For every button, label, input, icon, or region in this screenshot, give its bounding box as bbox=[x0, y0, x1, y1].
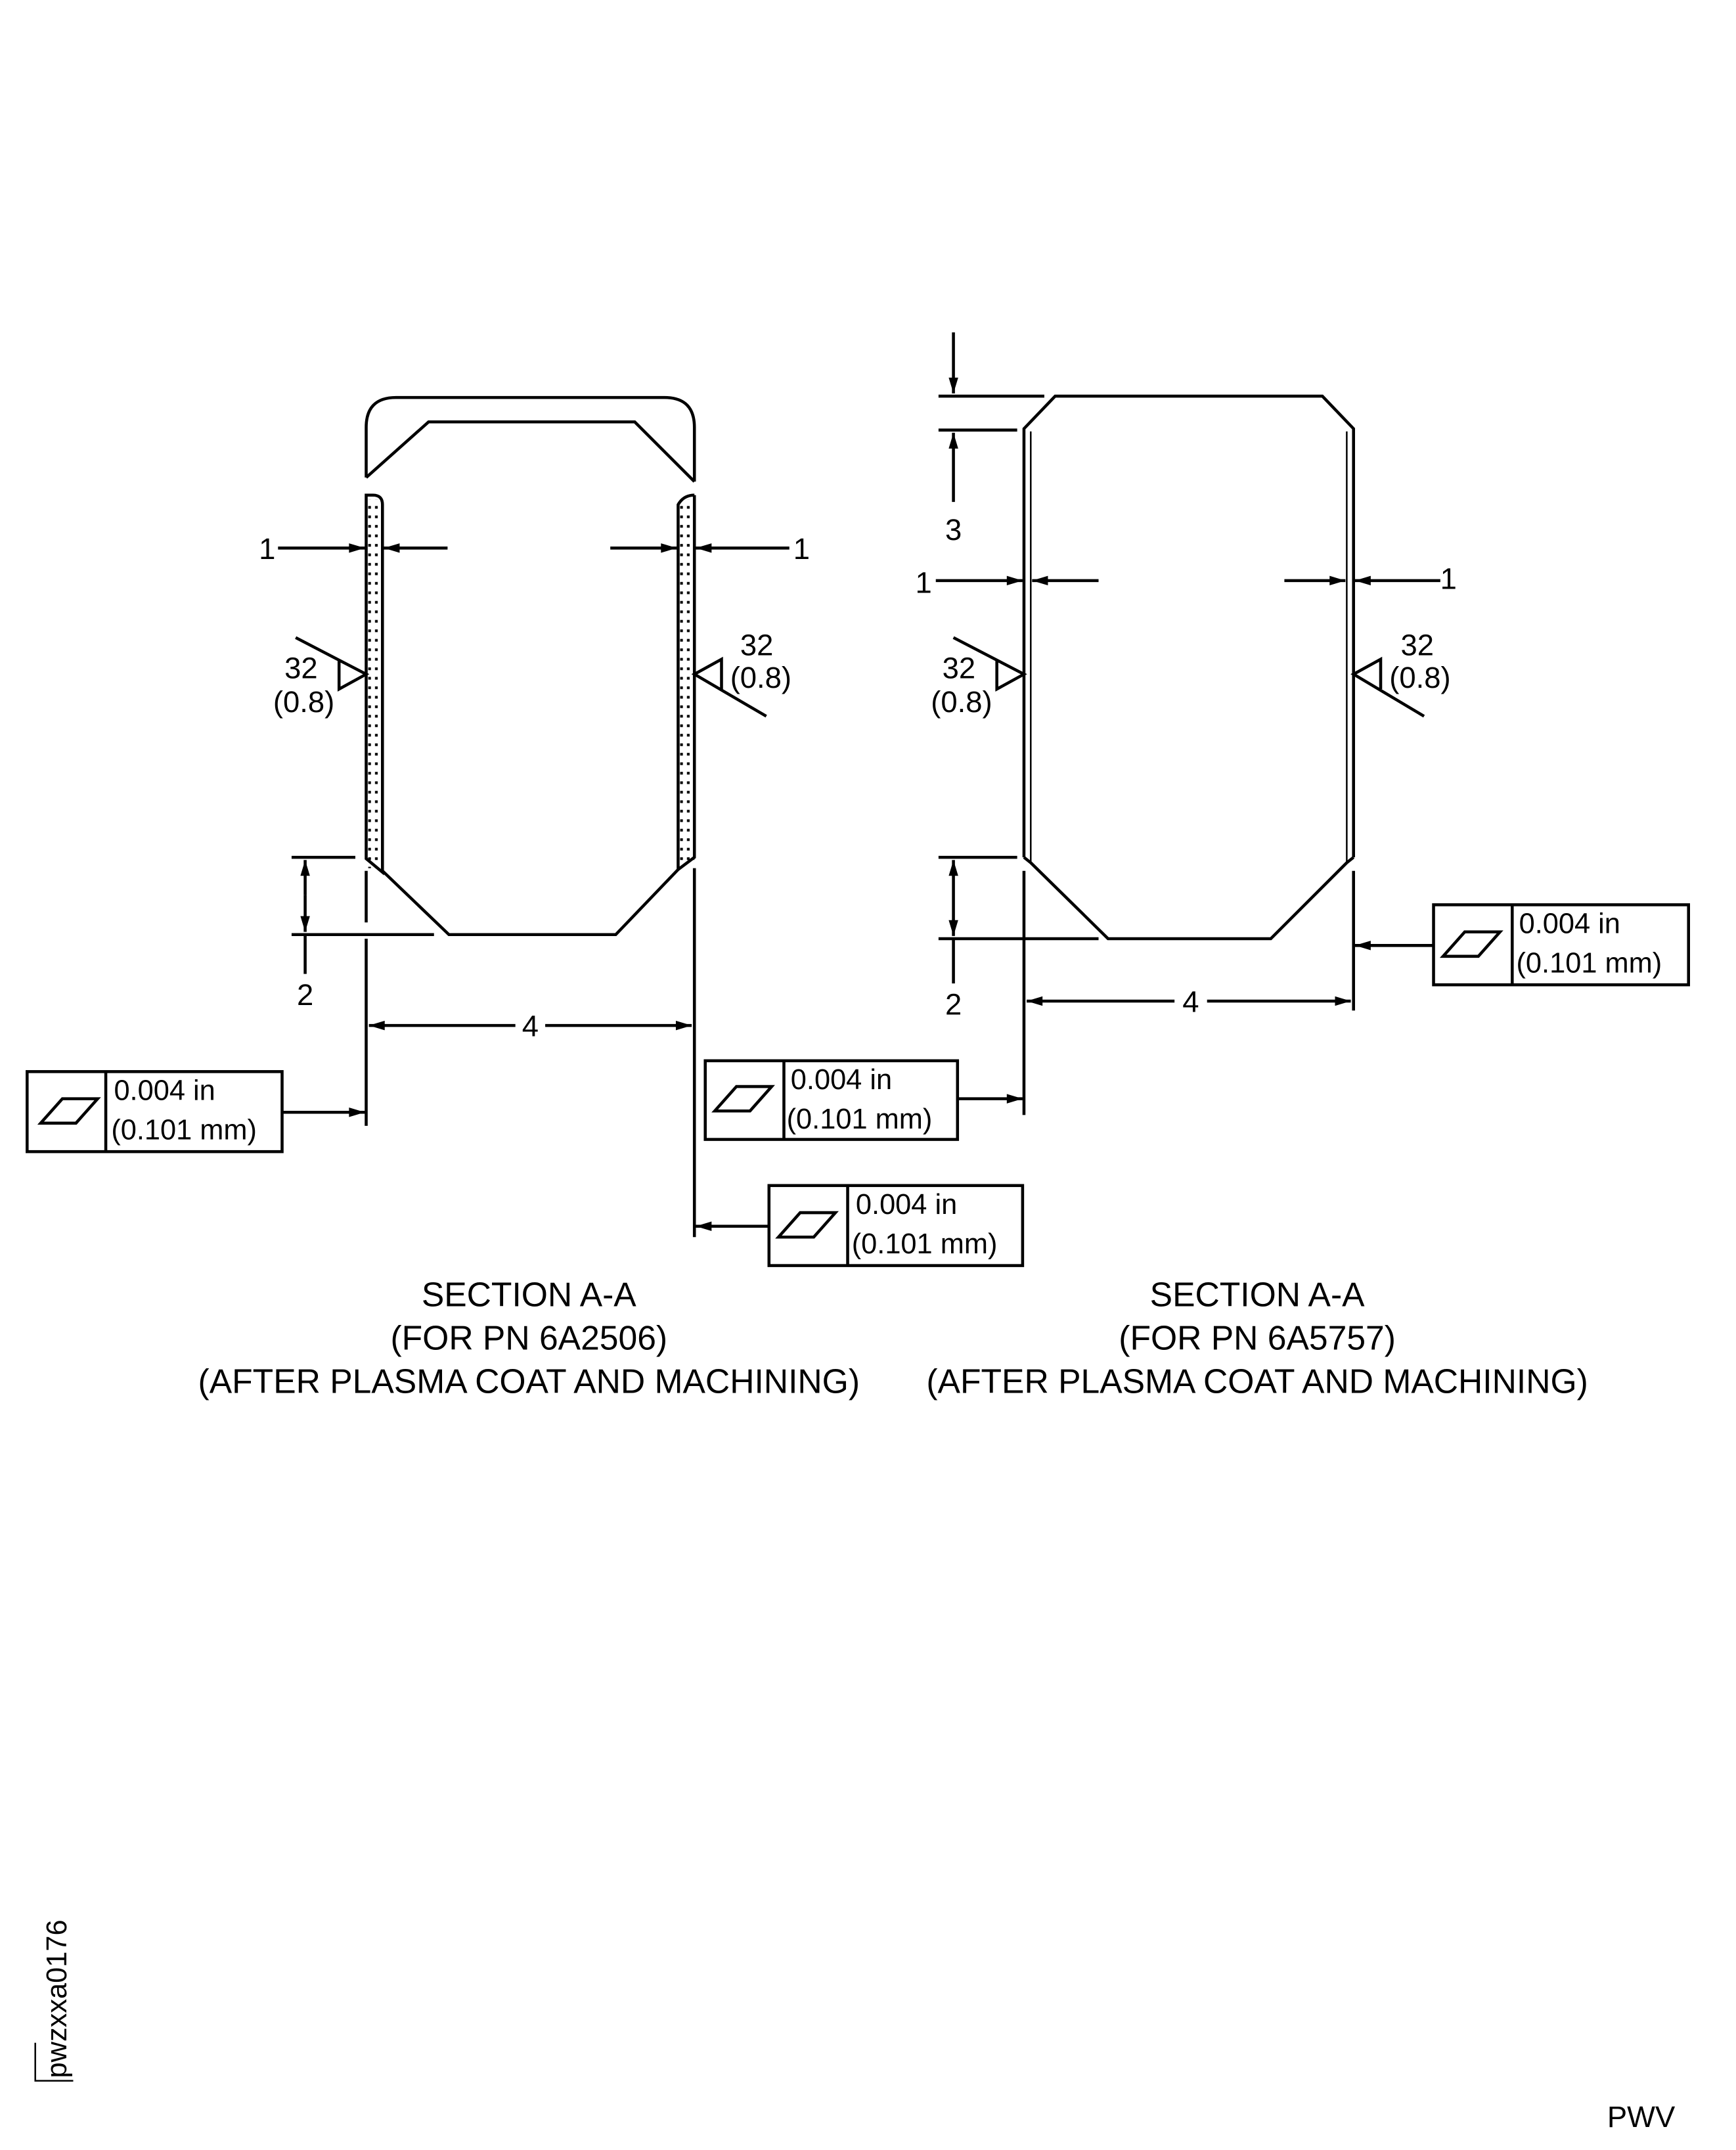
svg-text:(0.8): (0.8) bbox=[273, 685, 334, 719]
surface-finish-icon bbox=[1350, 656, 1425, 718]
surface-finish-icon bbox=[691, 656, 767, 718]
svg-text:0.004 in: 0.004 in bbox=[791, 1064, 892, 1096]
svg-text:32: 32 bbox=[740, 628, 774, 661]
tolerance-box: 0.004 in (0.101 mm) bbox=[1354, 903, 1691, 987]
svg-text:SECTION A-A: SECTION A-A bbox=[1150, 1276, 1365, 1314]
surface-finish-icon bbox=[295, 636, 370, 692]
svg-text:1: 1 bbox=[1440, 562, 1457, 595]
svg-text:3: 3 bbox=[945, 513, 962, 547]
svg-text:(AFTER PLASMA COAT AND MACHINI: (AFTER PLASMA COAT AND MACHINING) bbox=[198, 1362, 860, 1400]
tolerance-box: 0.004 in (0.101 mm) bbox=[703, 1059, 1023, 1141]
flatness-icon bbox=[1439, 930, 1503, 958]
surface-finish-icon bbox=[952, 636, 1027, 692]
svg-text:(0.8): (0.8) bbox=[931, 685, 992, 719]
svg-text:2: 2 bbox=[945, 988, 962, 1021]
flatness-icon bbox=[775, 1211, 839, 1239]
svg-text:4: 4 bbox=[522, 1010, 539, 1043]
bottom-chamfer bbox=[1023, 856, 1355, 941]
dim-label-1-left: 1 bbox=[259, 532, 275, 566]
svg-text:1: 1 bbox=[916, 566, 932, 599]
svg-text:32: 32 bbox=[1401, 628, 1435, 661]
flatness-icon bbox=[711, 1085, 775, 1113]
svg-text:(FOR PN 6A5757): (FOR PN 6A5757) bbox=[1119, 1319, 1396, 1357]
right-section-view: 3 1 1 32 (0.8) 32 (0.8) 2 4 0.004 in (0.… bbox=[703, 332, 1691, 1400]
svg-text:0.004 in: 0.004 in bbox=[1519, 908, 1620, 940]
plasma-coat-left bbox=[367, 499, 383, 868]
tolerance-box: 0.004 in (0.101 mm) bbox=[696, 1184, 1025, 1267]
figure-id: pwzxxa0176 bbox=[41, 1919, 73, 2078]
svg-text:(0.101 mm): (0.101 mm) bbox=[111, 1115, 257, 1146]
svg-text:(FOR PN 6A2506): (FOR PN 6A2506) bbox=[390, 1319, 667, 1357]
svg-text:32: 32 bbox=[284, 652, 318, 685]
svg-text:SECTION A-A: SECTION A-A bbox=[422, 1276, 636, 1314]
svg-text:(0.101 mm): (0.101 mm) bbox=[1516, 948, 1662, 979]
inner-chamfer-top bbox=[365, 420, 696, 483]
svg-text:32: 32 bbox=[943, 652, 976, 685]
plasma-coat-right bbox=[679, 499, 695, 866]
left-section-view: 2 1 1 32 (0.8) 32 (0.8) 4 0.004 in (0.10… bbox=[26, 395, 1025, 1400]
svg-text:(0.101 mm): (0.101 mm) bbox=[852, 1228, 998, 1260]
tolerance-box: 0.004 in (0.101 mm) bbox=[26, 1070, 365, 1153]
flatness-icon bbox=[37, 1097, 101, 1125]
dim-label-2: 2 bbox=[297, 978, 313, 1012]
svg-text:(0.101 mm): (0.101 mm) bbox=[787, 1104, 933, 1135]
outer-profile bbox=[1022, 394, 1355, 858]
svg-text:(AFTER PLASMA COAT AND MACHINI: (AFTER PLASMA COAT AND MACHINING) bbox=[926, 1362, 1588, 1400]
svg-text:(0.8): (0.8) bbox=[1389, 661, 1450, 694]
outer-profile bbox=[365, 395, 696, 482]
svg-text:0.004 in: 0.004 in bbox=[856, 1189, 957, 1221]
svg-text:0.004 in: 0.004 in bbox=[114, 1075, 215, 1107]
svg-text:4: 4 bbox=[1182, 985, 1199, 1018]
svg-text:(0.8): (0.8) bbox=[730, 661, 791, 694]
dim-label-1-right: 1 bbox=[793, 532, 810, 566]
corner-code: PWV bbox=[1607, 2100, 1676, 2134]
bottom-chamfer bbox=[381, 868, 680, 937]
